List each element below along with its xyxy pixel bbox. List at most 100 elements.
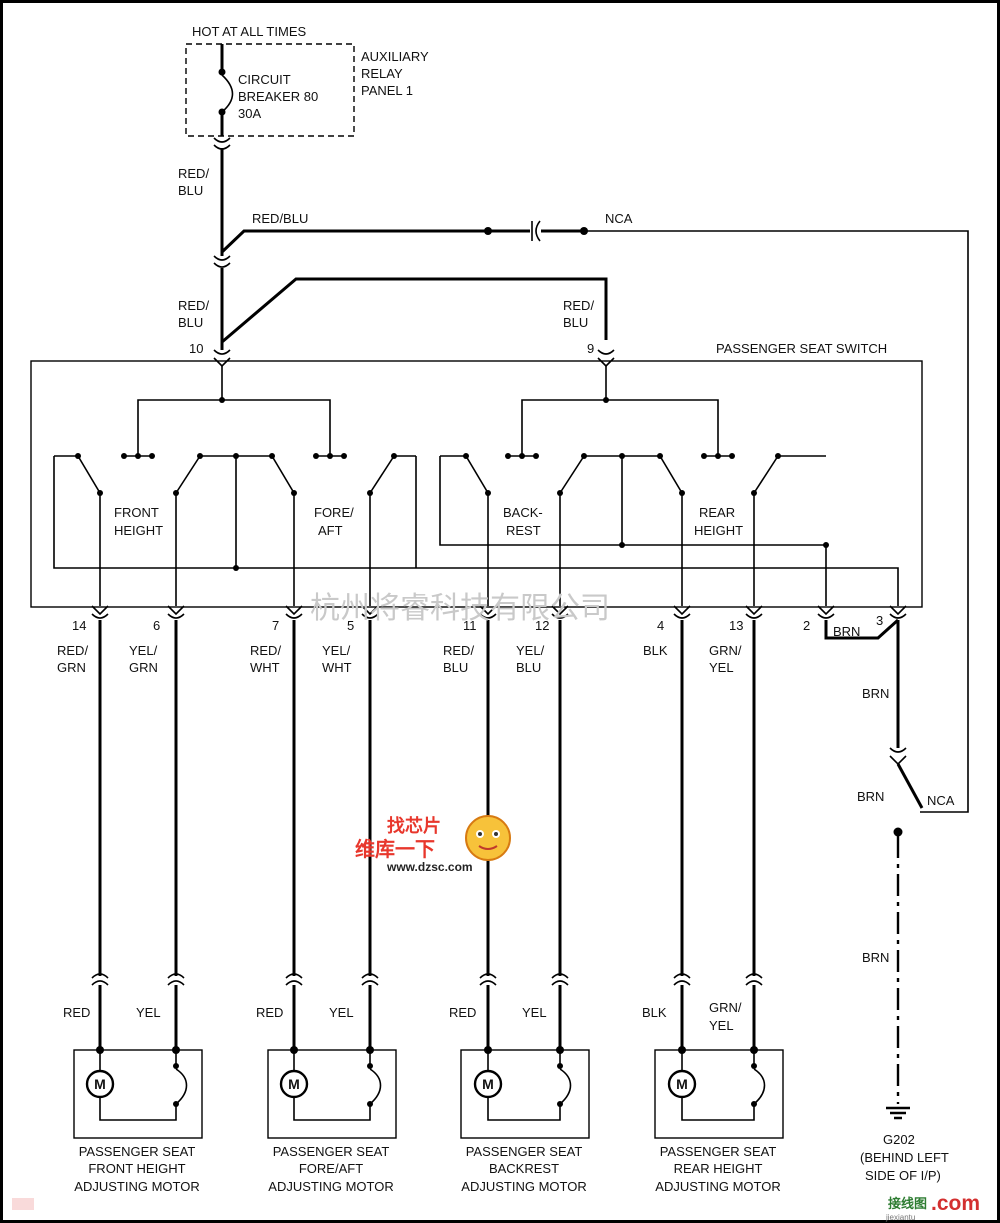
ground-connector xyxy=(889,747,907,766)
motor-box xyxy=(267,1049,397,1139)
switch-contacts xyxy=(54,453,826,606)
pin-connector-top xyxy=(551,605,569,616)
wire-label-pin4: BLK xyxy=(643,643,668,658)
motor4-name-2: REAR HEIGHT xyxy=(674,1161,763,1176)
motor-4: M xyxy=(654,1046,784,1139)
relay-panel-line-3: PANEL 1 xyxy=(361,83,413,98)
ground-symbol xyxy=(886,1106,910,1120)
section-backrest-line-1: BACK- xyxy=(503,505,543,520)
nca-inline-connector xyxy=(531,220,541,242)
relay-panel-line-2: RELAY xyxy=(361,66,403,81)
corner-url-text: jiexiantu xyxy=(885,1213,915,1222)
pin-number-11: 11 xyxy=(463,618,477,633)
output-pin-3 xyxy=(889,605,907,619)
common-contact-dot xyxy=(729,453,735,459)
output-pin-13 xyxy=(745,605,763,1050)
motor-connector-top xyxy=(551,973,569,979)
motor2-right-wire: YEL xyxy=(329,1005,354,1020)
limit-switch-dot xyxy=(367,1063,373,1069)
breaker-line-2: BREAKER 80 xyxy=(238,89,318,104)
limit-switch-arc xyxy=(559,1068,572,1105)
pin9-connector xyxy=(597,349,615,368)
switch-blade-arm xyxy=(175,455,201,494)
corner-left-text: 接线图 xyxy=(888,1196,927,1212)
corner-right-text: .com xyxy=(931,1192,980,1215)
pin-connector-top xyxy=(889,605,907,616)
pin-connector-top xyxy=(285,605,303,616)
pin-connector-bottom xyxy=(167,613,185,619)
wire-label-pin6-2: GRN xyxy=(129,660,158,675)
motor-return-wire xyxy=(293,1097,371,1121)
pin9-wire-line-1: RED/ xyxy=(563,298,594,313)
logo-top-text: 找芯片 xyxy=(387,815,441,837)
wire-label-pin13-1: GRN/ xyxy=(709,643,742,658)
common-contact-dot xyxy=(121,453,127,459)
motor3-name-2: BACKREST xyxy=(489,1161,559,1176)
motor-connector-bottom xyxy=(361,980,379,986)
common-contact-dot xyxy=(149,453,155,459)
breaker-line-3: 30A xyxy=(238,106,261,121)
limit-switch-dot xyxy=(173,1101,179,1107)
section-fore-aft-line-2: AFT xyxy=(318,523,343,538)
wire-label-pin13-2: YEL xyxy=(709,660,734,675)
limit-switch-arc xyxy=(369,1068,382,1105)
switch-blade xyxy=(75,453,103,496)
switch-blade xyxy=(269,453,297,496)
pin-connector-bottom xyxy=(745,613,763,619)
circuit-breaker-symbol xyxy=(218,44,234,136)
motor-3: M xyxy=(460,1046,590,1139)
common-contact-dot xyxy=(341,453,347,459)
limit-switch-dot xyxy=(557,1101,563,1107)
wire-label-pin6-1: YEL/ xyxy=(129,643,158,658)
switch-blade xyxy=(173,453,203,496)
pin10-wire-line-2: BLU xyxy=(178,315,203,330)
pin-connector-top xyxy=(361,605,379,616)
wire-label-pin12-1: YEL/ xyxy=(516,643,545,658)
branch-wire-label: RED/BLU xyxy=(252,211,308,226)
motor-connector-top xyxy=(479,973,497,979)
wire-label-pin5-1: YEL/ xyxy=(322,643,351,658)
motor4-name-3: ADJUSTING MOTOR xyxy=(655,1179,780,1194)
nca-label-ground: NCA xyxy=(927,793,955,808)
motor-connector-top xyxy=(361,973,379,979)
switch-blade xyxy=(463,453,491,496)
pin-connector-top xyxy=(745,605,763,616)
motor-symbol-letter: M xyxy=(288,1076,300,1092)
wire-label-pin12-2: BLU xyxy=(516,660,541,675)
motor-symbol-letter: M xyxy=(676,1076,688,1092)
logo-url-text: www.dzsc.com xyxy=(386,860,473,874)
common-contact-dot xyxy=(505,453,511,459)
motor-2: M xyxy=(267,1046,397,1139)
pin-connector-bottom xyxy=(889,613,907,619)
switch-pin-9: 9 xyxy=(587,341,594,356)
switch-blade-arm xyxy=(753,455,779,494)
pin10-connector xyxy=(213,349,231,368)
pin-connector-bottom xyxy=(91,613,109,619)
motor-connector-bottom xyxy=(673,980,691,986)
output-pin-6 xyxy=(167,605,185,1050)
switch-blade-arm xyxy=(559,455,585,494)
switch-blade-arm xyxy=(369,455,395,494)
motor-return-wire xyxy=(99,1097,177,1121)
ground-id: G202 xyxy=(883,1132,915,1147)
motor2-left-wire: RED xyxy=(256,1005,283,1020)
motor-box xyxy=(73,1049,203,1139)
pin-number-13: 13 xyxy=(729,618,743,633)
pin-number-2: 2 xyxy=(803,618,810,633)
pin-connector-top xyxy=(479,605,497,616)
wire-label-pin7-1: RED/ xyxy=(250,643,281,658)
pin-connector-bottom xyxy=(285,613,303,619)
motor-symbol-letter: M xyxy=(482,1076,494,1092)
motor1-name-3: ADJUSTING MOTOR xyxy=(74,1179,199,1194)
common-contact-dot xyxy=(519,453,525,459)
pin-number-12: 12 xyxy=(535,618,549,633)
corner-mark-left xyxy=(12,1198,34,1210)
motor-1: M xyxy=(73,1046,203,1139)
limit-switch-dot xyxy=(751,1101,757,1107)
pin-connector-bottom xyxy=(817,613,835,619)
limit-switch-arc xyxy=(175,1068,188,1105)
wire-label-pin5-2: WHT xyxy=(322,660,352,675)
motor-connector-top xyxy=(91,973,109,979)
